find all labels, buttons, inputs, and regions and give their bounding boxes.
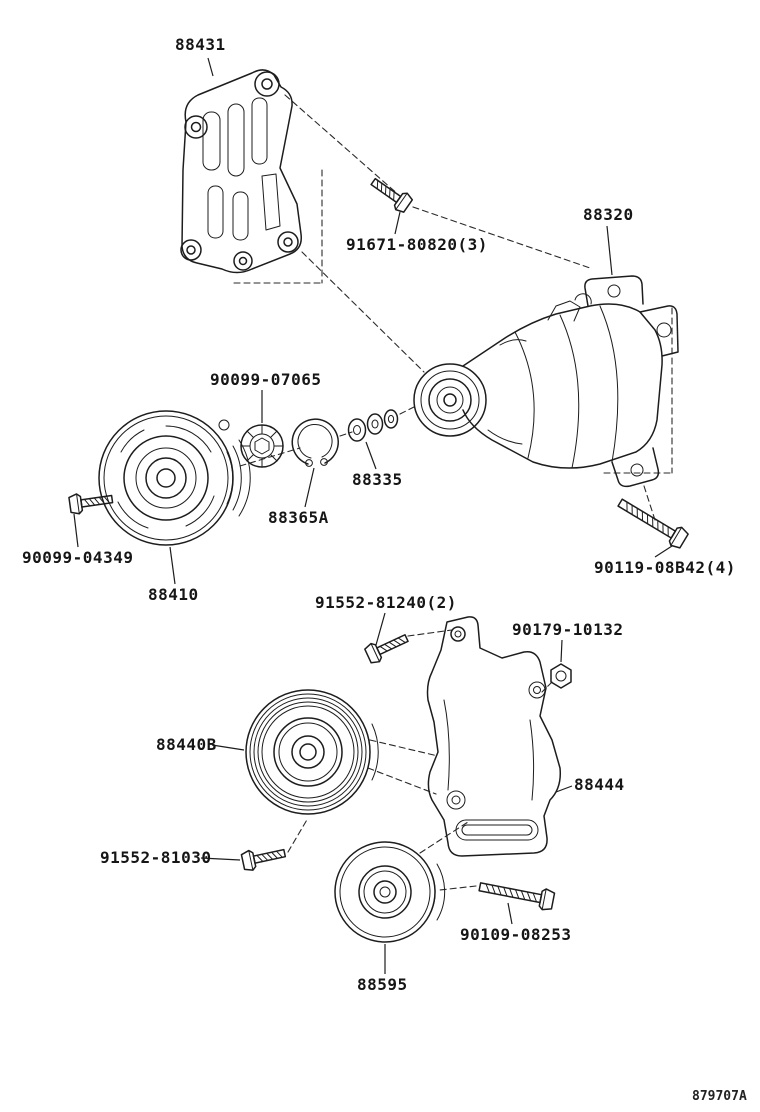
part-label-88440B: 88440B xyxy=(156,735,217,754)
washers-88335 xyxy=(347,409,399,442)
bolt-91552-81240 xyxy=(363,628,412,666)
part-label-90119-08B42: 90119-08B42(4) xyxy=(594,558,736,577)
part-label-90179-10132: 90179-10132 xyxy=(512,620,624,639)
clutch-pulley-88410 xyxy=(98,410,251,546)
bracket-88431 xyxy=(180,69,303,274)
bolt-90119-08B42 xyxy=(613,492,691,551)
pulley-88440B xyxy=(245,689,379,815)
drawing-code: 879707A xyxy=(692,1089,747,1104)
part-label-91671-80820: 91671-80820(3) xyxy=(346,235,488,254)
label-leader-lines xyxy=(73,57,673,974)
bolt-91552-81030 xyxy=(240,842,288,873)
part-label-88595: 88595 xyxy=(357,975,408,994)
part-label-88444: 88444 xyxy=(574,775,625,794)
part-label-88410: 88410 xyxy=(148,585,199,604)
part-label-90109-08253: 90109-08253 xyxy=(460,925,572,944)
compressor-88320 xyxy=(413,275,679,488)
part-label-91552-81240: 91552-81240(2) xyxy=(315,593,457,612)
part-label-88365A: 88365A xyxy=(268,508,329,527)
part-label-88320: 88320 xyxy=(583,205,634,224)
part-label-88335: 88335 xyxy=(352,470,403,489)
bracket-88444 xyxy=(426,616,562,857)
bolt-91671-80820 xyxy=(366,172,415,215)
idler-pulley-88595 xyxy=(334,841,446,943)
washer-90099-07065 xyxy=(240,424,284,468)
part-label-90099-04349: 90099-04349 xyxy=(22,548,134,567)
part-label-88431: 88431 xyxy=(175,35,226,54)
nut-90179-10132 xyxy=(550,663,572,689)
part-label-90099-07065: 90099-07065 xyxy=(210,370,322,389)
part-label-91552-81030: 91552-81030 xyxy=(100,848,212,867)
snap-ring-88365A xyxy=(291,418,339,467)
bolt-90109-08253 xyxy=(477,875,556,913)
bolt-90099-04349 xyxy=(67,488,115,516)
